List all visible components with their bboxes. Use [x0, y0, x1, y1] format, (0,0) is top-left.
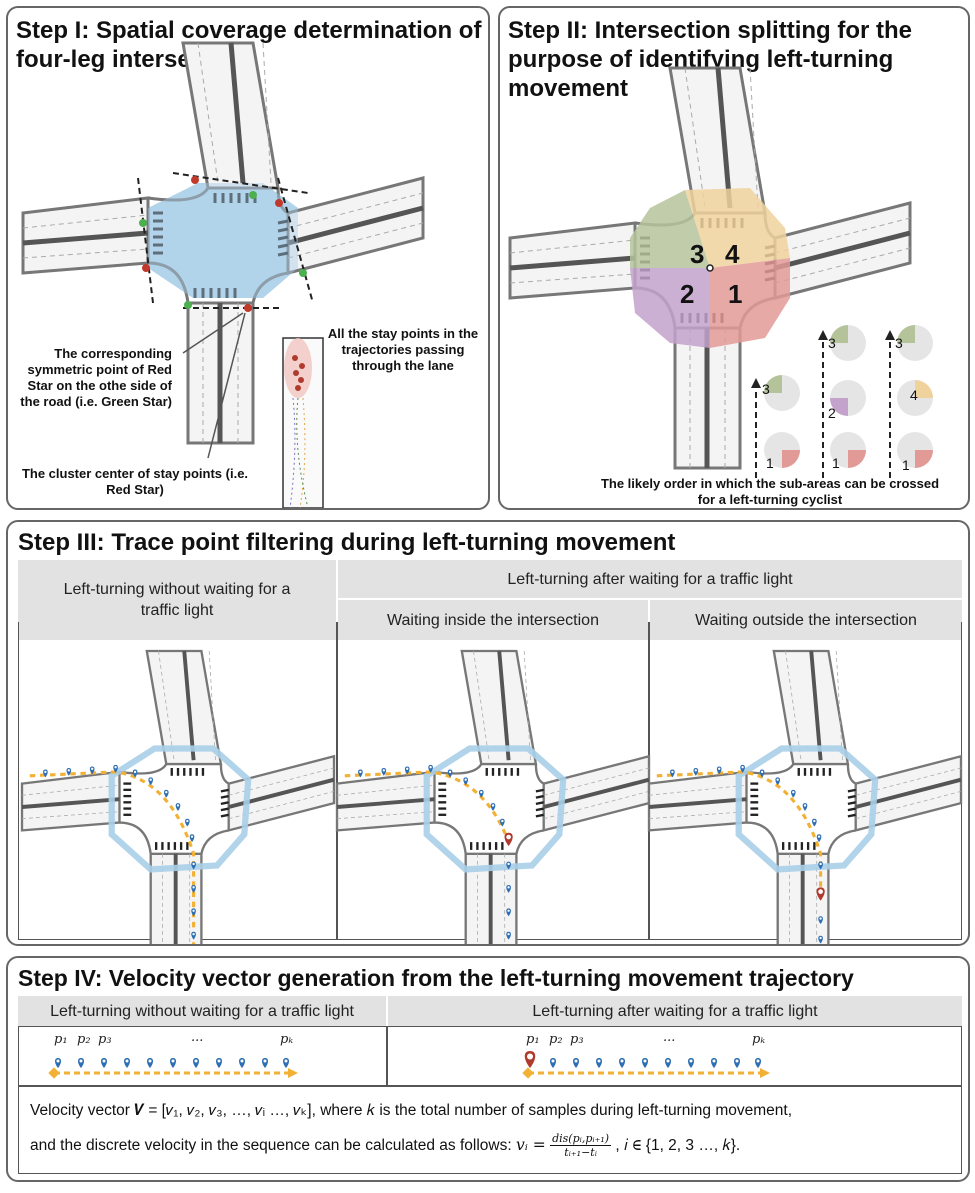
step4-panel: Step IV: Velocity vector generation from…: [6, 956, 970, 1182]
fraction-numerator: dis(pᵢ,pᵢ₊₁): [550, 1132, 612, 1147]
seq1-label-3: 3: [762, 381, 770, 397]
step4-col1-header: Left-turning without waiting for a traff…: [18, 996, 386, 1026]
seq-a-p2: p₂: [77, 1032, 91, 1047]
seq3-label-4: 4: [910, 387, 918, 403]
region-label-1: 1: [728, 279, 742, 309]
fraction-denominator: tᵢ₊₁−tᵢ: [564, 1146, 597, 1160]
step4-cell-no-wait: [18, 1026, 388, 1086]
step3-title: Step III: Trace point filtering during l…: [18, 529, 676, 556]
velocity-line2: and the discrete velocity in the sequenc…: [30, 1132, 950, 1159]
step2-order-note: The likely order in which the sub-areas …: [600, 476, 940, 507]
sequence-with-wait: [522, 1051, 770, 1079]
step3-panel: Step III: Trace point filtering during l…: [6, 520, 970, 946]
green-star-markers: [139, 191, 307, 309]
seq-b-dots: ...: [663, 1030, 676, 1045]
seq2-label-2: 2: [828, 405, 836, 421]
sequence-column-2: 3 2 1: [818, 325, 866, 478]
step1-panel: Step I: Spatial coverage determination o…: [6, 6, 490, 510]
step4-title: Step IV: Velocity vector generation from…: [18, 965, 854, 991]
step3-sub-inside: Waiting inside the intersection: [338, 600, 648, 640]
seq1-label-1: 1: [766, 455, 774, 471]
seq-a-p3: p₃: [98, 1032, 112, 1047]
region-label-2: 2: [680, 279, 694, 309]
note-red-star: The cluster center of stay points (i.e. …: [21, 466, 249, 497]
seq-b-p3: p₃: [570, 1032, 584, 1047]
seq-b-p1: p₁: [526, 1032, 540, 1047]
region-label-4: 4: [725, 239, 740, 269]
velocity-vi: 𝑣ᵢ =: [515, 1136, 546, 1154]
step4-col2-header: Left-turning after waiting for a traffic…: [388, 996, 962, 1026]
step1-intersection-diagram: [8, 8, 490, 508]
seq2-label-1: 1: [832, 455, 840, 471]
seq2-label-3: 3: [828, 335, 836, 351]
velocity-fraction: dis(pᵢ,pᵢ₊₁) tᵢ₊₁−tᵢ: [550, 1132, 612, 1160]
step3-col1-header: Left-turning without waiting for a traff…: [18, 560, 336, 640]
seq-a-pk: pₖ: [280, 1032, 294, 1047]
step2-intersection-diagram: 3 4 2 1 3 1 3 2 1 3 4: [500, 8, 933, 478]
step4-sequences: [48, 1051, 770, 1079]
step2-panel: Step II: Intersection splitting for the …: [498, 6, 970, 510]
step3-diagrams: [20, 649, 963, 944]
step3-sub-outside: Waiting outside the intersection: [650, 600, 962, 640]
seq-b-pk: pₖ: [752, 1032, 766, 1047]
sequence-column-1: 3 1: [751, 375, 800, 478]
note-stay-points: All the stay points in the trajectories …: [327, 326, 479, 373]
red-star-markers: [142, 176, 283, 312]
sequence-no-wait: [48, 1058, 298, 1079]
velocity-line1: Velocity vector 𝑽 = [𝑣₁, 𝑣₂, 𝑣₃, …, 𝑣ᵢ ……: [30, 1102, 793, 1119]
seq3-label-1: 1: [902, 457, 910, 473]
seq-a-dots: ...: [191, 1030, 204, 1045]
step3-col2-header: Left-turning after waiting for a traffic…: [338, 560, 962, 598]
velocity-line2-suffix: , 𝑖 ∈ {1, 2, 3 …, 𝑘}.: [615, 1137, 741, 1154]
step4-cell-wait: [386, 1026, 962, 1086]
step4-formula-box: [18, 1086, 962, 1174]
sequence-column-3: 3 4 1: [885, 325, 933, 478]
region-label-3: 3: [690, 239, 704, 269]
seq-b-p2: p₂: [549, 1032, 563, 1047]
velocity-line2-prefix: and the discrete velocity in the sequenc…: [30, 1137, 512, 1154]
seq3-label-3: 3: [895, 335, 903, 351]
note-green-star: The corresponding symmetric point of Red…: [20, 346, 172, 409]
seq-a-p1: p₁: [54, 1032, 68, 1047]
